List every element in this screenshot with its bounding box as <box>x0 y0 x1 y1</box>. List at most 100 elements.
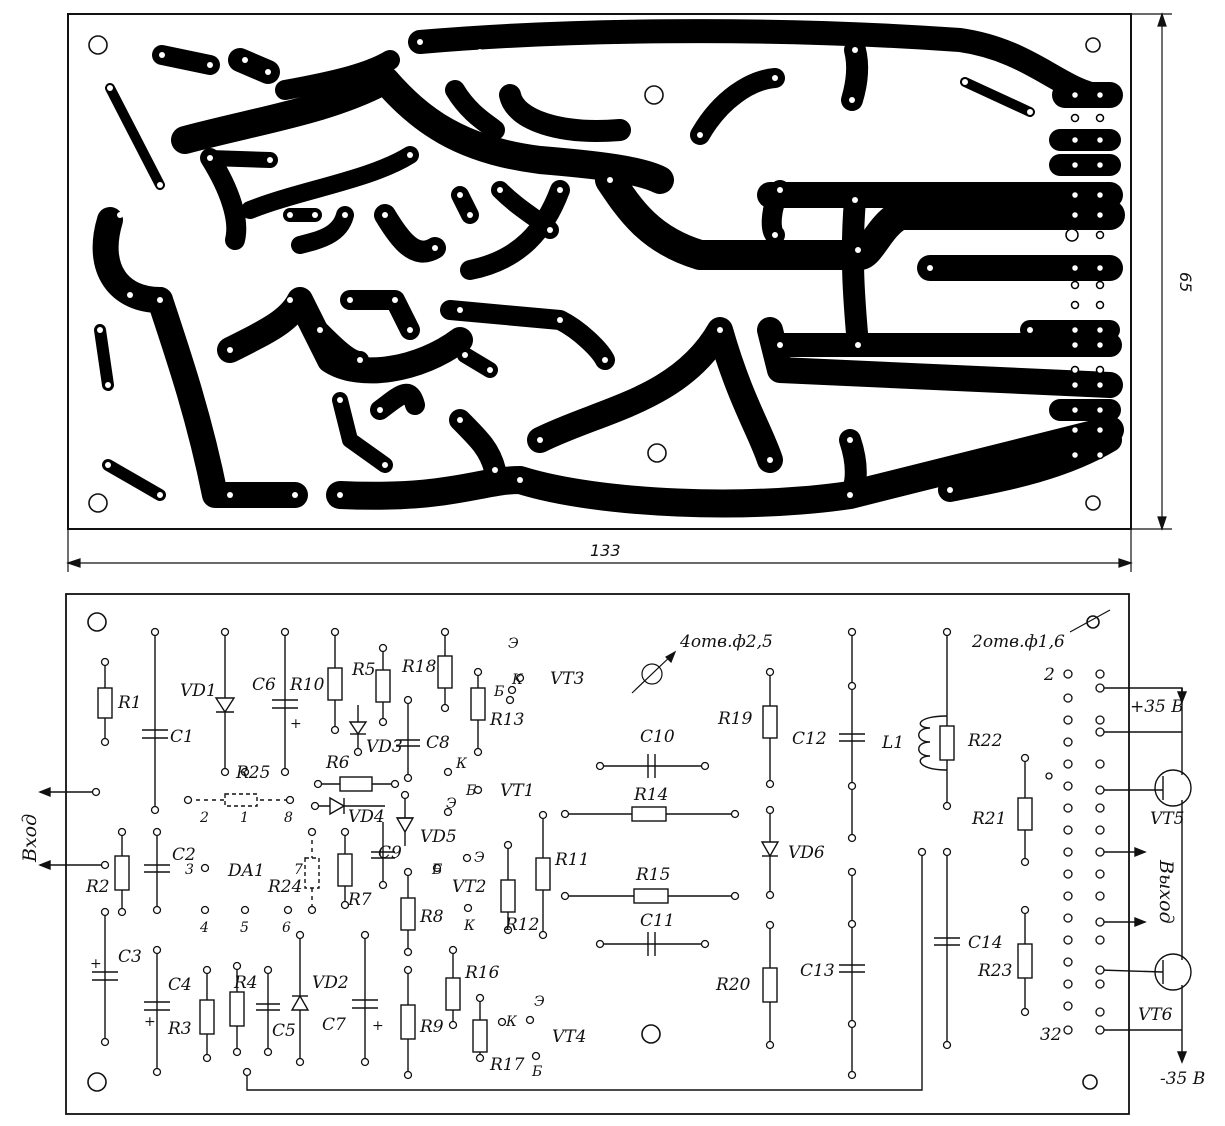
label-C5: C5 <box>272 1021 296 1041</box>
label-C6: C6 <box>252 675 276 695</box>
label-VD3: VD3 <box>366 737 403 757</box>
dimension-height <box>1131 12 1172 531</box>
label-R16: R16 <box>464 963 500 983</box>
polarity-c7: + <box>372 1018 384 1034</box>
label-C9: C9 <box>378 843 402 863</box>
label-R17: R17 <box>489 1055 525 1075</box>
label-R11: R11 <box>554 850 589 870</box>
pin-labels: 2 1 8 3 7 4 5 6 Э Б К К Б Э Б Э К К Э Б … <box>90 636 545 1080</box>
label-R1: R1 <box>117 693 142 713</box>
supply-positive-label: +35 В <box>1130 697 1184 717</box>
component-layer-view: 4отв.ф2,5 2отв.ф1,6 <box>38 593 1192 1115</box>
component-pads <box>91 627 1030 1080</box>
polarity-c4: + <box>144 1014 156 1030</box>
da1-pin-5: 5 <box>240 920 249 936</box>
label-DA1: DA1 <box>227 861 265 881</box>
mount-hole-leader <box>631 609 1111 694</box>
label-C4: C4 <box>168 975 192 995</box>
label-R25: R25 <box>235 763 270 783</box>
label-VT3: VT3 <box>550 669 584 689</box>
vt1-pin-b: Б <box>465 783 476 799</box>
label-R20: R20 <box>715 975 751 995</box>
component-board-outline <box>65 593 1130 1115</box>
label-C10: C10 <box>640 727 675 747</box>
vt4-pin-b: Б <box>531 1064 542 1080</box>
label-R19: R19 <box>717 709 753 729</box>
component-labels: R1 C1 VD1 C6 R10 R5 R18 R13 VD3 C8 R6 VD… <box>85 657 1184 1075</box>
label-R6: R6 <box>325 753 350 773</box>
label-R18: R18 <box>401 657 437 677</box>
vt3-pin-k: К <box>511 672 524 688</box>
connector-labels: 2 32 +35 В -35 В Вход Выход <box>19 665 1205 1089</box>
label-C14: C14 <box>968 933 1003 953</box>
label-R22: R22 <box>967 731 1002 751</box>
io-arrows <box>38 688 1188 1064</box>
component-wiring <box>92 632 1192 1091</box>
label-R21: R21 <box>971 809 1006 829</box>
label-R15: R15 <box>635 865 670 885</box>
vt1-pin-k: К <box>455 756 468 772</box>
label-VD5: VD5 <box>420 827 457 847</box>
label-VD4: VD4 <box>348 807 385 827</box>
label-C1: C1 <box>170 727 194 747</box>
da1-pin-3: 3 <box>185 862 194 878</box>
da1-pin-8: 8 <box>284 810 293 826</box>
da1-pin-1: 1 <box>240 810 249 826</box>
label-L1: L1 <box>881 733 904 753</box>
output-label: Выход <box>1155 859 1177 924</box>
connector-pin-first: 2 <box>1043 665 1055 685</box>
label-R5: R5 <box>351 660 376 680</box>
label-R2: R2 <box>85 877 110 897</box>
component-mount-holes <box>87 612 1100 1092</box>
label-VT4: VT4 <box>552 1027 586 1047</box>
connector-pins <box>1045 669 1105 1035</box>
dimension-width-label: 133 <box>590 541 621 560</box>
vt2-pin-e: Э <box>474 850 485 866</box>
label-C12: C12 <box>792 729 827 749</box>
dimension-height-label: 65 <box>1176 272 1195 292</box>
label-R23: R23 <box>977 961 1012 981</box>
label-VD6: VD6 <box>788 843 825 863</box>
label-C2: C2 <box>172 845 196 865</box>
label-R10: R10 <box>289 675 325 695</box>
da1-pin-6: 6 <box>282 920 291 936</box>
mount-holes-note: 4отв.ф2,5 <box>679 632 773 652</box>
dimension-width <box>66 529 1133 572</box>
copper-traces <box>92 19 1125 518</box>
label-R7: R7 <box>347 890 372 910</box>
label-R13: R13 <box>489 710 524 730</box>
label-C13: C13 <box>800 961 835 981</box>
vt4-pin-k: К <box>505 1014 518 1030</box>
polarity-c6: + <box>290 716 302 732</box>
label-R4: R4 <box>233 973 258 993</box>
label-R9: R9 <box>419 1017 444 1037</box>
label-R3: R3 <box>167 1019 192 1039</box>
copper-mount-holes <box>88 35 1101 513</box>
label-VT2: VT2 <box>452 877 486 897</box>
label-C8: C8 <box>426 733 450 753</box>
vt3-pin-b: Б <box>493 684 504 700</box>
label-C3: C3 <box>118 947 142 967</box>
label-C7: C7 <box>322 1015 346 1035</box>
connector-pin-last: 32 <box>1040 1025 1062 1045</box>
input-label: Вход <box>19 814 41 863</box>
copper-connector-holes <box>1065 90 1105 460</box>
da1-pin-2: 2 <box>199 810 209 826</box>
label-VT1: VT1 <box>500 781 534 801</box>
vt4-pin-e: Э <box>534 994 545 1010</box>
vt2-pin-b: Б <box>431 862 442 878</box>
vt3-pin-e: Э <box>508 636 519 652</box>
label-C11: C11 <box>640 911 675 931</box>
copper-drill-dots <box>97 39 1033 498</box>
vt2-pin-k: К <box>463 918 476 934</box>
da1-pin-4: 4 <box>199 920 209 936</box>
label-R8: R8 <box>419 907 444 927</box>
label-VT6: VT6 <box>1138 1005 1173 1025</box>
copper-board-outline <box>67 13 1132 530</box>
label-VD1: VD1 <box>180 681 217 701</box>
polarity-c3: + <box>90 956 102 972</box>
label-R12: R12 <box>504 915 539 935</box>
small-holes-note: 2отв.ф1,6 <box>971 632 1065 652</box>
vt1-pin-e: Э <box>446 796 457 812</box>
